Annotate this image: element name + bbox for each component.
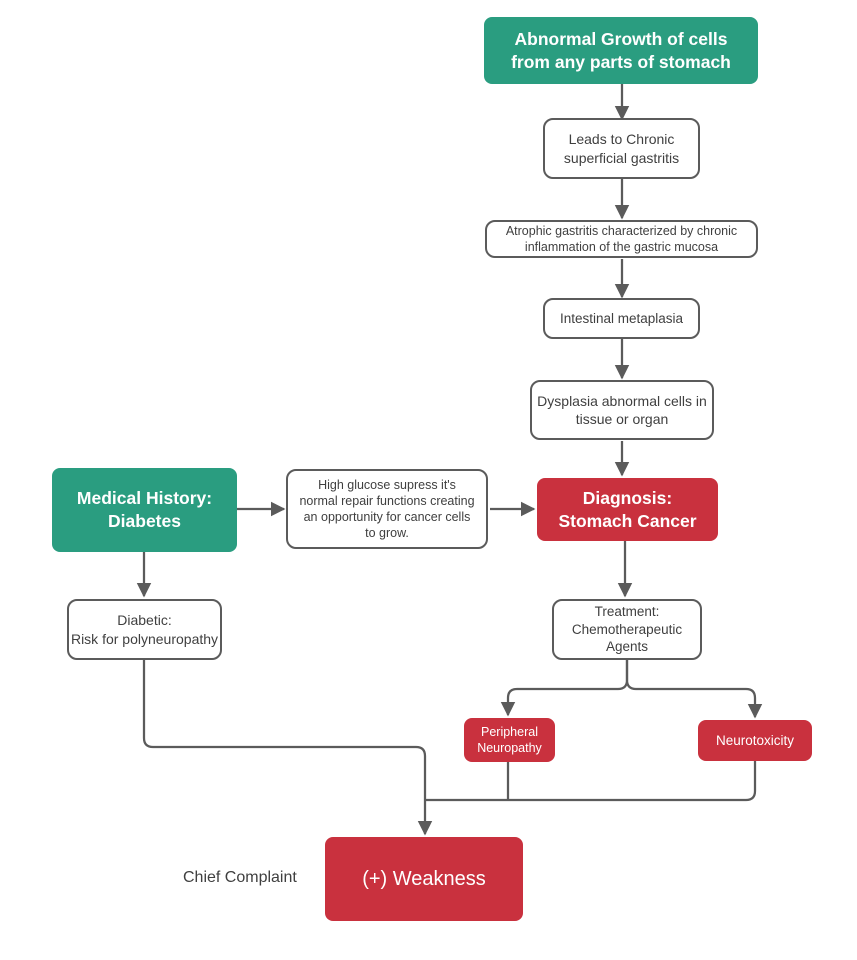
arrow-diabetic-to-weakness	[142, 660, 433, 836]
node-chronic-superficial-gastritis: Leads to Chronic superficial gastritis	[543, 118, 700, 179]
node-neurotoxicity: Neurotoxicity	[698, 720, 812, 761]
node-medical-history-diabetes: Medical History: Diabetes	[52, 468, 237, 552]
node-intestinal-metaplasia: Intestinal metaplasia	[543, 298, 700, 339]
node-dysplasia: Dysplasia abnormal cells in tissue or or…	[530, 380, 714, 440]
node-treatment-chemotherapeutic-agents: Treatment: Chemotherapeutic Agents	[552, 599, 702, 660]
arrow-treatment-to-neurotoxicity	[625, 660, 763, 719]
node-abnormal-growth: Abnormal Growth of cells from any parts …	[484, 17, 758, 84]
node-high-glucose: High glucose supress it's normal repair …	[286, 469, 488, 549]
chief-complaint-label: Chief Complaint	[183, 869, 297, 886]
line-neurotoxicity-merge	[426, 761, 757, 802]
node-chief-complaint-weakness: (+) Weakness	[325, 837, 523, 921]
node-diagnosis-stomach-cancer: Diagnosis: Stomach Cancer	[537, 478, 718, 541]
node-diabetic-polyneuropathy-risk: Diabetic: Risk for polyneuropathy	[67, 599, 222, 660]
arrow-treatment-to-peripheral	[500, 660, 629, 717]
node-atrophic-gastritis: Atrophic gastritis characterized by chro…	[485, 220, 758, 258]
node-peripheral-neuropathy: Peripheral Neuropathy	[464, 718, 555, 762]
